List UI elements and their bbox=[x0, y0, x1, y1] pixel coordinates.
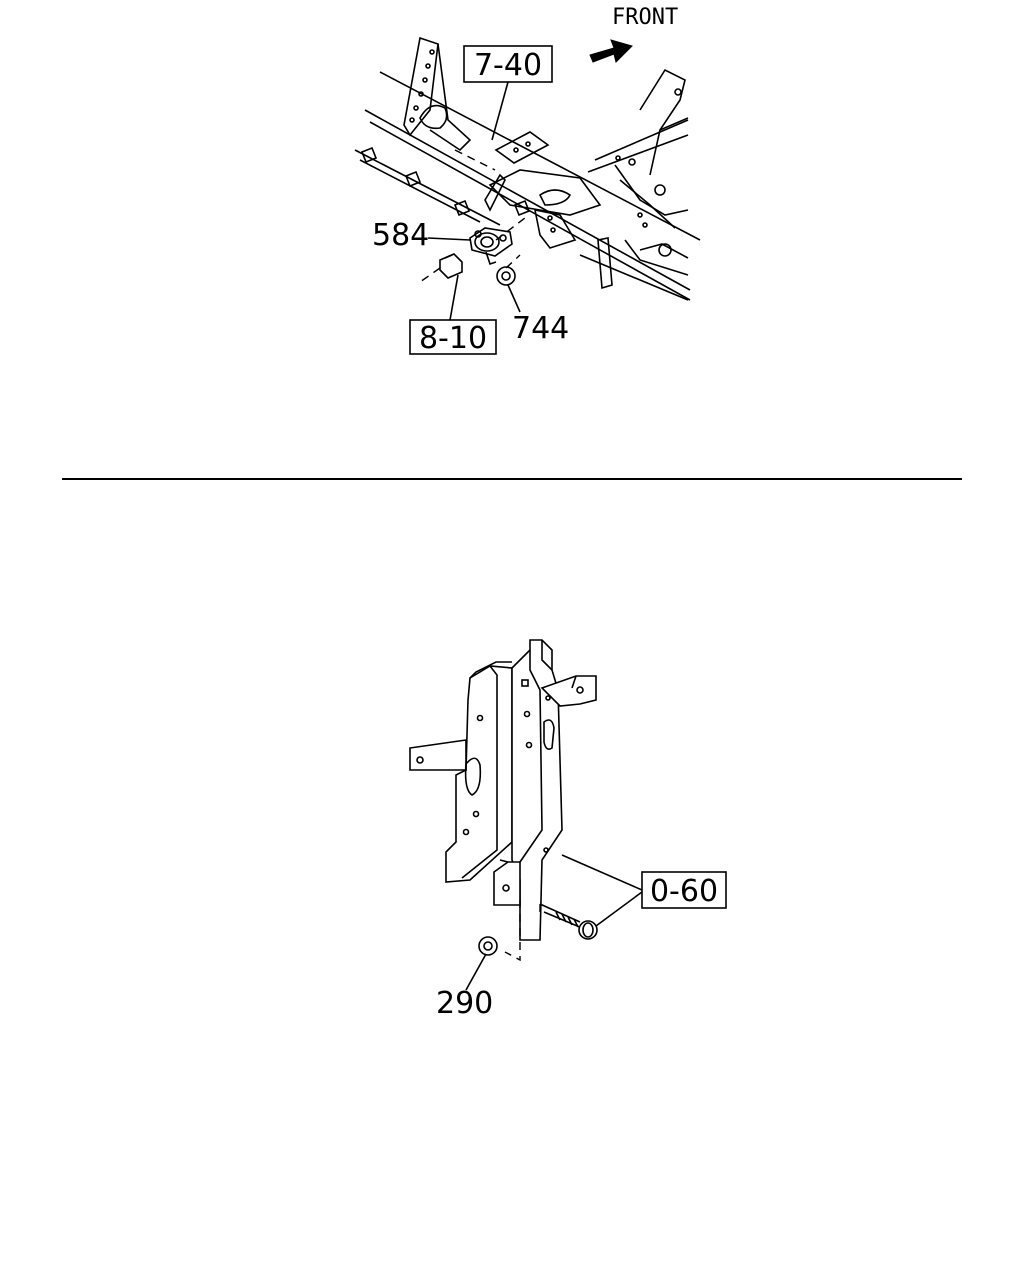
callout-box-0-60 bbox=[641, 871, 727, 909]
assembly-line bbox=[419, 267, 441, 283]
front-arrow-icon bbox=[589, 39, 633, 63]
callout-8-10: 8-10 bbox=[419, 321, 487, 356]
connector-8-10 bbox=[439, 253, 463, 279]
assembly-line bbox=[495, 217, 526, 241]
callout-7-40: 7-40 bbox=[474, 48, 542, 83]
frame-rail bbox=[354, 36, 701, 301]
assembly-line bbox=[504, 900, 521, 962]
nut-290 bbox=[478, 936, 498, 956]
right-tab bbox=[540, 675, 597, 707]
part-744-nut bbox=[496, 266, 516, 286]
leader-line-8-10 bbox=[449, 274, 459, 321]
callout-box-8-10 bbox=[409, 319, 497, 355]
left-bracket-plate bbox=[409, 661, 513, 883]
leader-line-7-40 bbox=[491, 81, 509, 141]
callout-744: 744 bbox=[512, 311, 569, 346]
leader-line-584 bbox=[427, 237, 471, 241]
leader-line-0-60-bolt bbox=[595, 891, 643, 927]
callout-box-7-40 bbox=[463, 45, 553, 83]
leader-line-290 bbox=[465, 953, 487, 991]
callout-584: 584 bbox=[372, 218, 429, 253]
assembly-line bbox=[454, 149, 496, 171]
leader-line-744 bbox=[507, 284, 521, 313]
center-channel-member bbox=[511, 639, 563, 941]
bottom-foot-bracket bbox=[493, 859, 521, 906]
bolt-0-60 bbox=[539, 903, 598, 940]
assembly-line bbox=[505, 254, 521, 269]
leader-line-0-60 bbox=[561, 854, 643, 891]
front-direction-label: FRONT bbox=[612, 5, 678, 30]
top-diagram: FRONT bbox=[354, 5, 701, 356]
callout-0-60: 0-60 bbox=[650, 874, 718, 909]
bottom-diagram: 0-60 290 bbox=[409, 639, 727, 1021]
part-584-clip bbox=[469, 227, 513, 266]
callout-290: 290 bbox=[436, 986, 493, 1021]
